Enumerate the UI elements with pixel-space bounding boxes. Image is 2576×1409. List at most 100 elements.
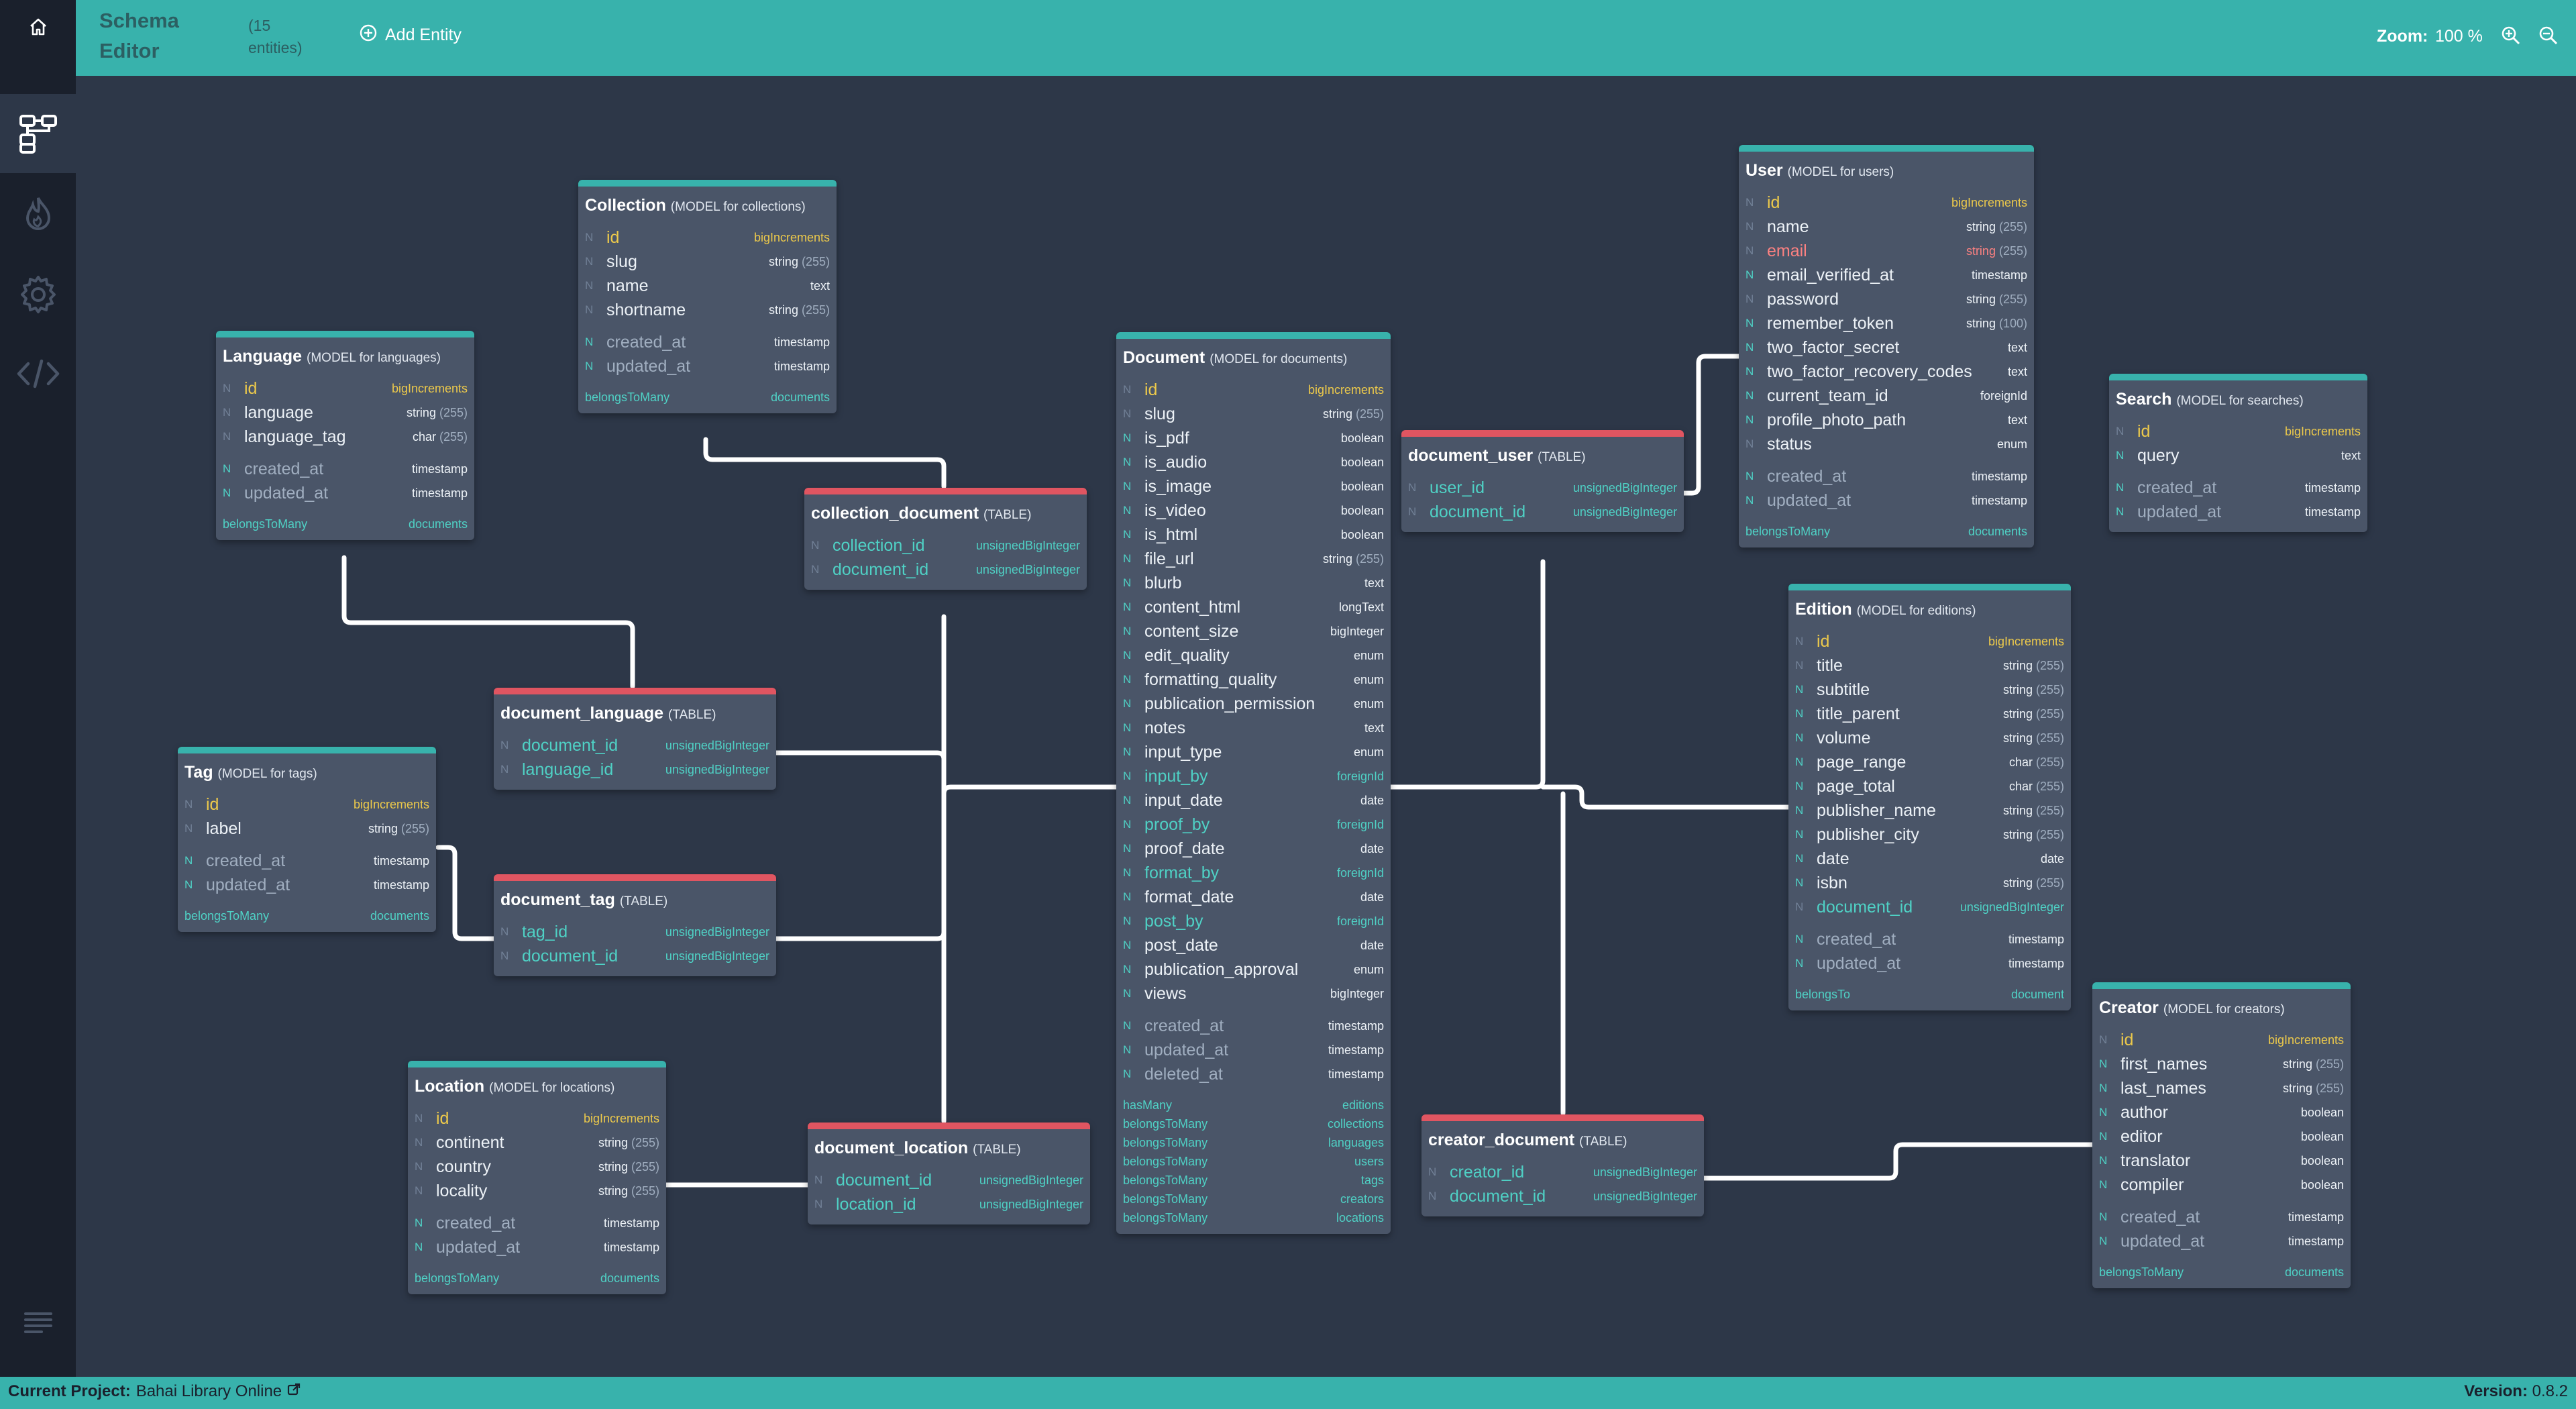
nullable-marker[interactable]: N xyxy=(500,739,509,751)
nullable-marker[interactable]: N xyxy=(1123,480,1132,492)
nullable-marker[interactable]: N xyxy=(1123,794,1132,806)
nullable-marker[interactable]: N xyxy=(811,539,820,552)
nullable-marker[interactable]: N xyxy=(1123,528,1132,541)
nullable-marker[interactable]: N xyxy=(500,763,509,776)
nullable-marker[interactable]: N xyxy=(1123,1019,1132,1032)
nullable-marker[interactable]: N xyxy=(184,854,193,867)
nullable-marker[interactable]: N xyxy=(1123,818,1132,831)
nullable-marker[interactable]: N xyxy=(585,279,594,292)
nullable-marker[interactable]: N xyxy=(415,1160,423,1173)
nullable-marker[interactable]: N xyxy=(1123,673,1132,686)
nullable-marker[interactable]: N xyxy=(1123,383,1132,396)
nullable-marker[interactable]: N xyxy=(223,462,231,475)
nullable-marker[interactable]: N xyxy=(1746,244,1754,257)
nullable-marker[interactable]: N xyxy=(1123,963,1132,976)
schema-icon[interactable] xyxy=(0,94,76,173)
nullable-marker[interactable]: N xyxy=(585,231,594,244)
nullable-marker[interactable]: N xyxy=(1123,842,1132,855)
entity-header[interactable]: Collection (MODEL for collections) xyxy=(578,187,837,225)
entity-header[interactable]: document_tag (TABLE) xyxy=(494,881,776,920)
nullable-marker[interactable]: N xyxy=(1123,431,1132,444)
entity-header[interactable]: collection_document (TABLE) xyxy=(804,494,1087,533)
nullable-marker[interactable]: N xyxy=(585,360,594,372)
nullable-marker[interactable]: N xyxy=(1123,770,1132,782)
menu-icon[interactable] xyxy=(0,1282,76,1362)
nullable-marker[interactable]: N xyxy=(2099,1057,2108,1070)
nullable-marker[interactable]: N xyxy=(1795,852,1804,865)
nullable-marker[interactable]: N xyxy=(1795,828,1804,841)
nullable-marker[interactable]: N xyxy=(2099,1033,2108,1046)
nullable-marker[interactable]: N xyxy=(223,406,231,419)
nullable-marker[interactable]: N xyxy=(1746,437,1754,450)
entity-header[interactable]: document_language (TABLE) xyxy=(494,694,776,733)
zoom-in-icon[interactable] xyxy=(2500,24,2524,48)
external-link-icon[interactable] xyxy=(287,1382,301,1401)
nullable-marker[interactable]: N xyxy=(415,1184,423,1197)
nullable-marker[interactable]: N xyxy=(415,1112,423,1125)
nullable-marker[interactable]: N xyxy=(1123,915,1132,927)
entity-header[interactable]: Document (MODEL for documents) xyxy=(1116,339,1391,378)
nullable-marker[interactable]: N xyxy=(1123,601,1132,613)
nullable-marker[interactable]: N xyxy=(2099,1178,2108,1191)
entity-header[interactable]: Location (MODEL for locations) xyxy=(408,1067,666,1106)
nullable-marker[interactable]: N xyxy=(1795,755,1804,768)
zoom-out-icon[interactable] xyxy=(2537,24,2561,48)
nullable-marker[interactable]: N xyxy=(1795,683,1804,696)
nullable-marker[interactable]: N xyxy=(2099,1106,2108,1118)
entity-header[interactable]: User (MODEL for users) xyxy=(1739,152,2034,191)
nullable-marker[interactable]: N xyxy=(1795,933,1804,945)
nullable-marker[interactable]: N xyxy=(1795,804,1804,817)
nullable-marker[interactable]: N xyxy=(1746,317,1754,329)
nullable-marker[interactable]: N xyxy=(184,878,193,891)
